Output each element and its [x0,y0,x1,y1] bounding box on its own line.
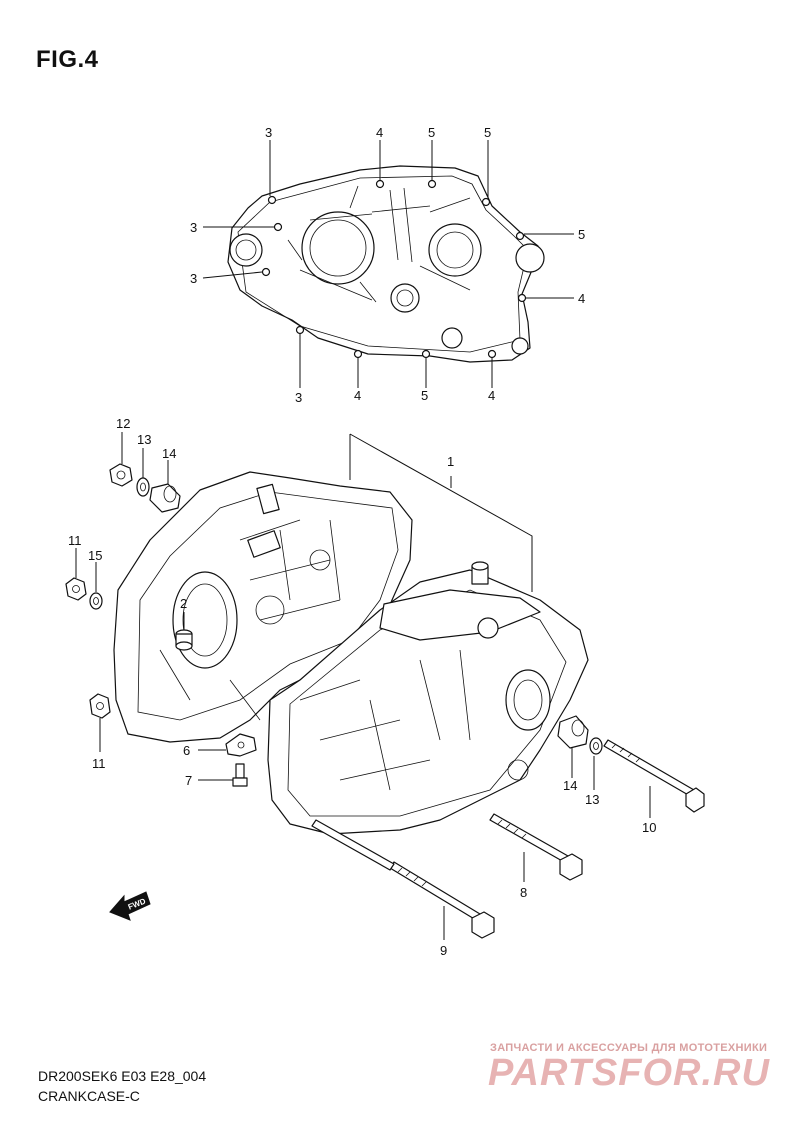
callout-13b: 13 [585,792,599,807]
callout-9: 9 [440,943,447,958]
nut-11-lower [89,693,111,752]
bushing-14-right [557,715,589,778]
crankcase-mating-face [227,165,545,363]
assembly-bracket [349,433,533,592]
callout-labels: 3 4 5 5 3 3 5 4 3 4 5 4 1 2 6 7 8 9 10 1… [68,125,656,958]
bolt-9 [389,861,495,940]
watermark-logo: PARTSFOR.RU [488,1052,770,1094]
callout-bottom-3: 3 [295,390,302,405]
callout-6: 6 [183,743,190,758]
callout-right-4: 4 [578,291,585,306]
diagram-name: CRANKCASE-C [38,1088,140,1104]
bolt-8 [489,813,583,882]
callout-13a: 13 [137,432,151,447]
callout-8: 8 [520,885,527,900]
case-stud [311,819,395,871]
bolt-10 [603,739,705,818]
callout-top-4: 4 [376,125,383,140]
callout-14a: 14 [162,446,176,461]
callout-left-3b: 3 [190,271,197,286]
callout-top-3: 3 [265,125,272,140]
callout-top-5b: 5 [484,125,491,140]
callout-1: 1 [447,454,454,469]
washer-13-right [589,737,603,790]
callout-7: 7 [185,773,192,788]
bushing-14-top [149,460,181,513]
nut-11-left [65,548,87,601]
plate-6 [198,733,257,757]
crankcase-left-half [113,471,413,743]
callout-left-3a: 3 [190,220,197,235]
callout-top-5a: 5 [428,125,435,140]
callout-12: 12 [116,416,130,431]
callout-bottom-5: 5 [421,388,428,403]
callout-bottom-4a: 4 [354,388,361,403]
callout-14b: 14 [563,778,577,793]
callout-11b: 11 [92,756,106,771]
callout-right-5: 5 [578,227,585,242]
callout-15: 15 [88,548,102,563]
diagram-code: DR200SEK6 E03 E28_004 [38,1068,207,1084]
callout-11a: 11 [68,533,82,548]
callout-2: 2 [180,596,187,611]
callout-10: 10 [642,820,656,835]
top-leader-lines [202,140,574,388]
nut-12 [109,432,133,487]
figure-title: FIG.4 [36,46,99,73]
dowel-pin [175,629,193,651]
crankcase-right-half [267,561,589,835]
watermark-subtitle: ЗАПЧАСТИ И АКСЕССУАРЫ ДЛЯ МОТОТЕХНИКИ [490,1042,768,1054]
washer-15 [89,562,103,610]
washer-13-top [136,448,150,497]
callout-bottom-4b: 4 [488,388,495,403]
fwd-arrow-icon: FWD [109,891,151,921]
bolt-7 [198,763,248,787]
